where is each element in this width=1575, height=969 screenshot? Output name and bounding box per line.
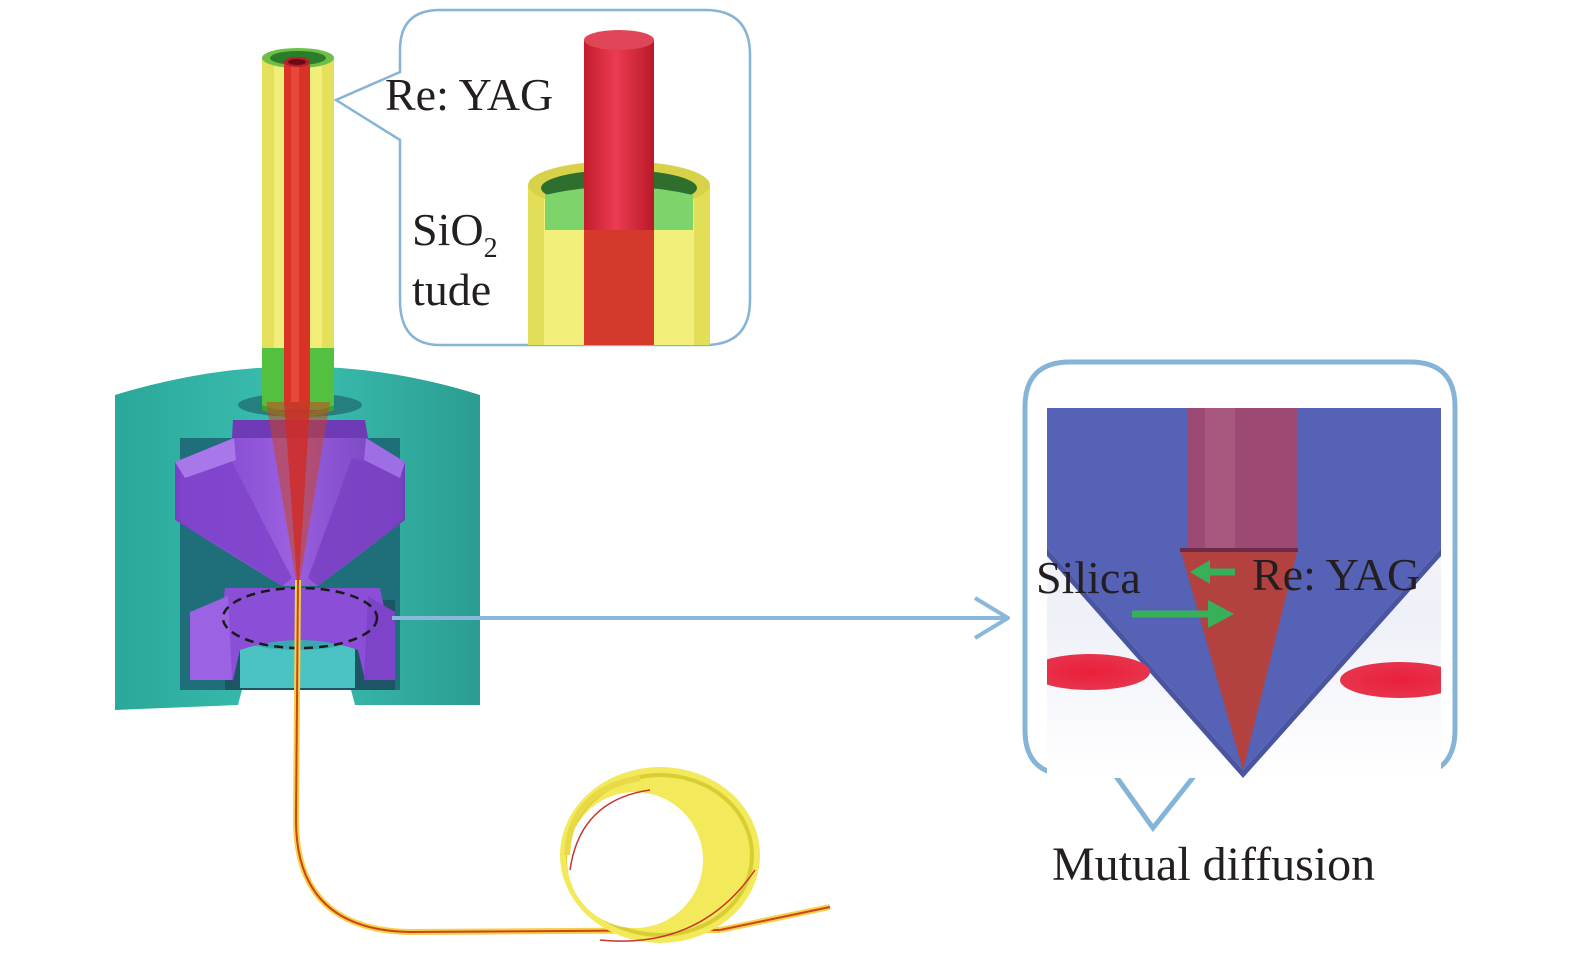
zoom-arrow <box>392 596 1010 640</box>
hot-zone-marker <box>221 586 379 650</box>
core-material-label: Re: YAG <box>385 69 553 120</box>
drawn-fiber-coil <box>560 767 831 943</box>
tube-material-subscript: 2 <box>484 233 498 264</box>
diffusion-detail-callout <box>1022 359 1458 833</box>
drawn-fiber <box>292 579 721 936</box>
preform-tube <box>262 48 334 580</box>
silica-label: Silica <box>1036 552 1141 603</box>
core-detail-label: Re: YAG <box>1252 549 1420 600</box>
tube-material-label: SiO2 <box>412 204 498 264</box>
tube-zoom-callout <box>333 8 752 347</box>
mutual-diffusion-label: Mutual diffusion <box>1052 838 1375 891</box>
tube-word-label: tude <box>412 264 491 315</box>
diffusion-arrow <box>1132 560 1235 628</box>
